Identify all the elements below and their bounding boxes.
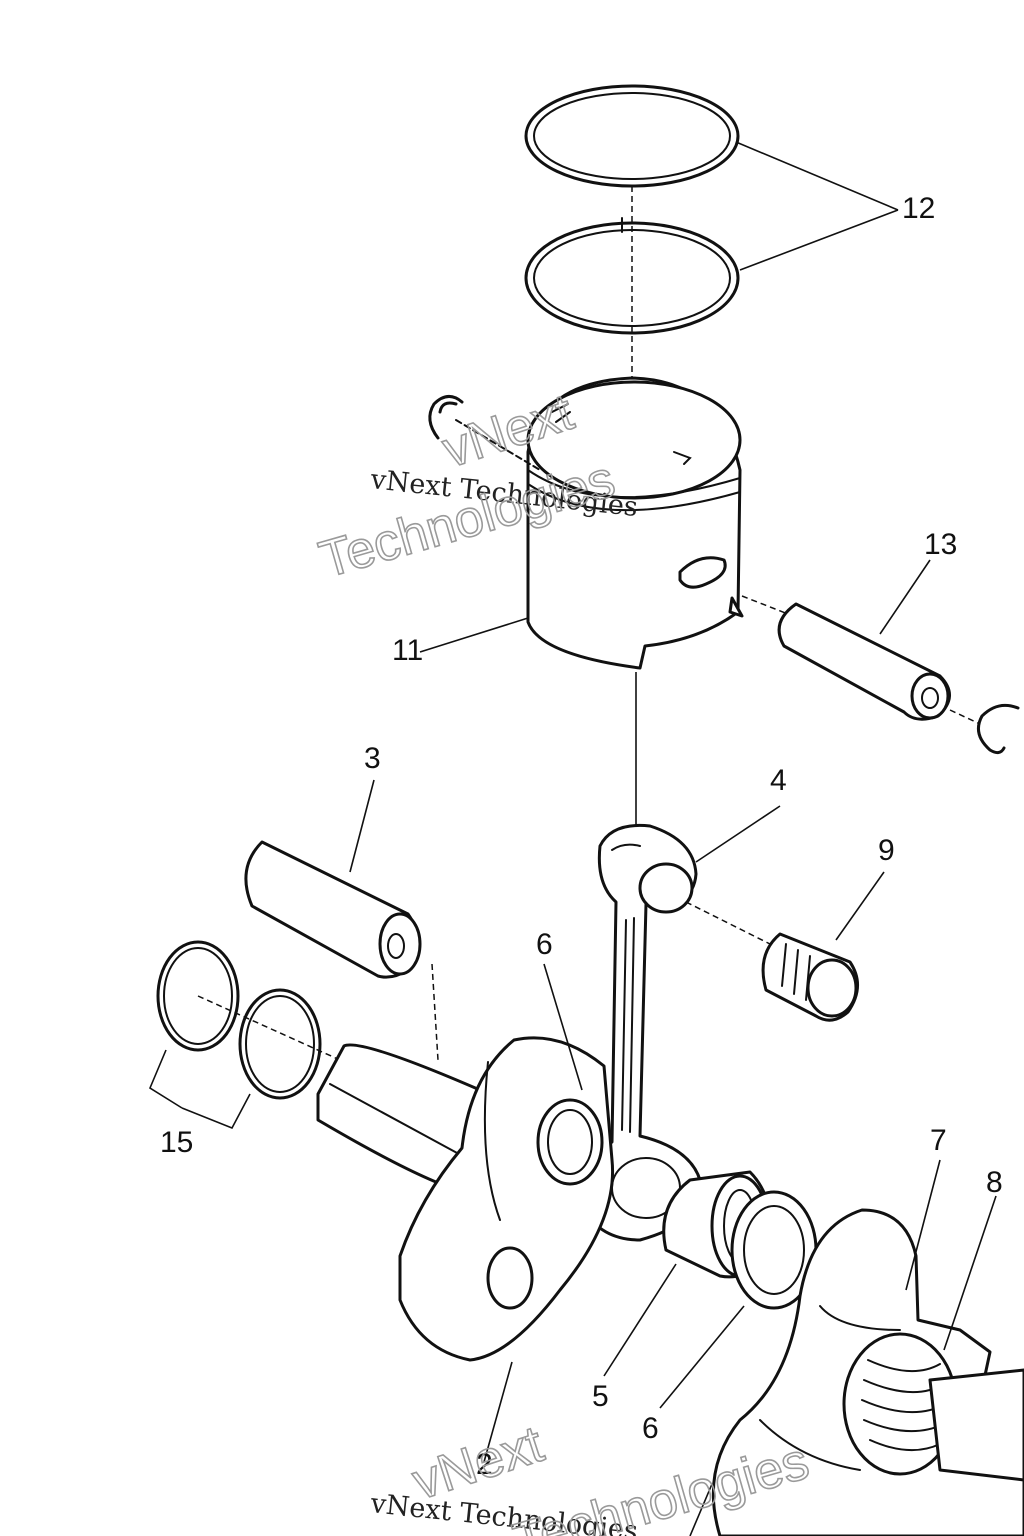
callout-15: 15 bbox=[160, 1126, 193, 1159]
leader-12-a bbox=[735, 141, 899, 211]
leader-15-b bbox=[181, 1093, 251, 1130]
leader-12-b bbox=[739, 209, 899, 271]
callout-4: 4 bbox=[770, 764, 787, 797]
circlip-left-line bbox=[455, 419, 541, 471]
callout-7: 7 bbox=[930, 1124, 947, 1157]
leader-7 bbox=[905, 1159, 941, 1291]
pin-line-right bbox=[949, 709, 981, 725]
rod-to-bearing-line bbox=[685, 901, 779, 949]
callout-6-upper: 6 bbox=[536, 928, 553, 961]
leader-6-lower bbox=[659, 1305, 745, 1409]
callout-11: 11 bbox=[392, 634, 423, 667]
ring-axis-line bbox=[197, 995, 341, 1061]
crank-pin bbox=[244, 840, 422, 979]
circlip-right bbox=[976, 703, 1020, 755]
callout-8: 8 bbox=[986, 1166, 1003, 1199]
leader-13 bbox=[879, 559, 931, 635]
leader-bottom bbox=[689, 1483, 713, 1536]
callout-6-lower: 6 bbox=[642, 1412, 659, 1445]
crankshaft-right bbox=[711, 1208, 1024, 1536]
circlip-left bbox=[428, 395, 464, 440]
crank-pin-line bbox=[431, 963, 439, 1061]
seal-ring-b bbox=[238, 988, 322, 1100]
callout-5: 5 bbox=[592, 1380, 609, 1413]
callout-2: 2 bbox=[476, 1448, 493, 1481]
leader-5 bbox=[603, 1263, 677, 1377]
connecting-rod bbox=[581, 823, 702, 1242]
callout-3: 3 bbox=[364, 742, 381, 775]
crankshaft-left bbox=[316, 1036, 615, 1362]
leader-15-a bbox=[148, 1049, 183, 1109]
piston-pin bbox=[777, 602, 951, 721]
piston bbox=[526, 376, 744, 670]
needle-bearing bbox=[761, 932, 859, 1022]
leader-4 bbox=[695, 805, 781, 863]
callout-12: 12 bbox=[902, 192, 935, 225]
leader-8 bbox=[943, 1195, 997, 1351]
leader-6-upper bbox=[543, 963, 583, 1091]
leader-9 bbox=[835, 871, 885, 941]
callout-9: 9 bbox=[878, 834, 895, 867]
pin-line-left bbox=[741, 595, 789, 615]
leader-3 bbox=[349, 779, 375, 873]
leader-11 bbox=[419, 617, 529, 653]
piston-ring-top bbox=[524, 84, 740, 188]
leader-2 bbox=[483, 1361, 513, 1463]
callout-13: 13 bbox=[924, 528, 957, 561]
piston-ring-second bbox=[524, 217, 740, 335]
